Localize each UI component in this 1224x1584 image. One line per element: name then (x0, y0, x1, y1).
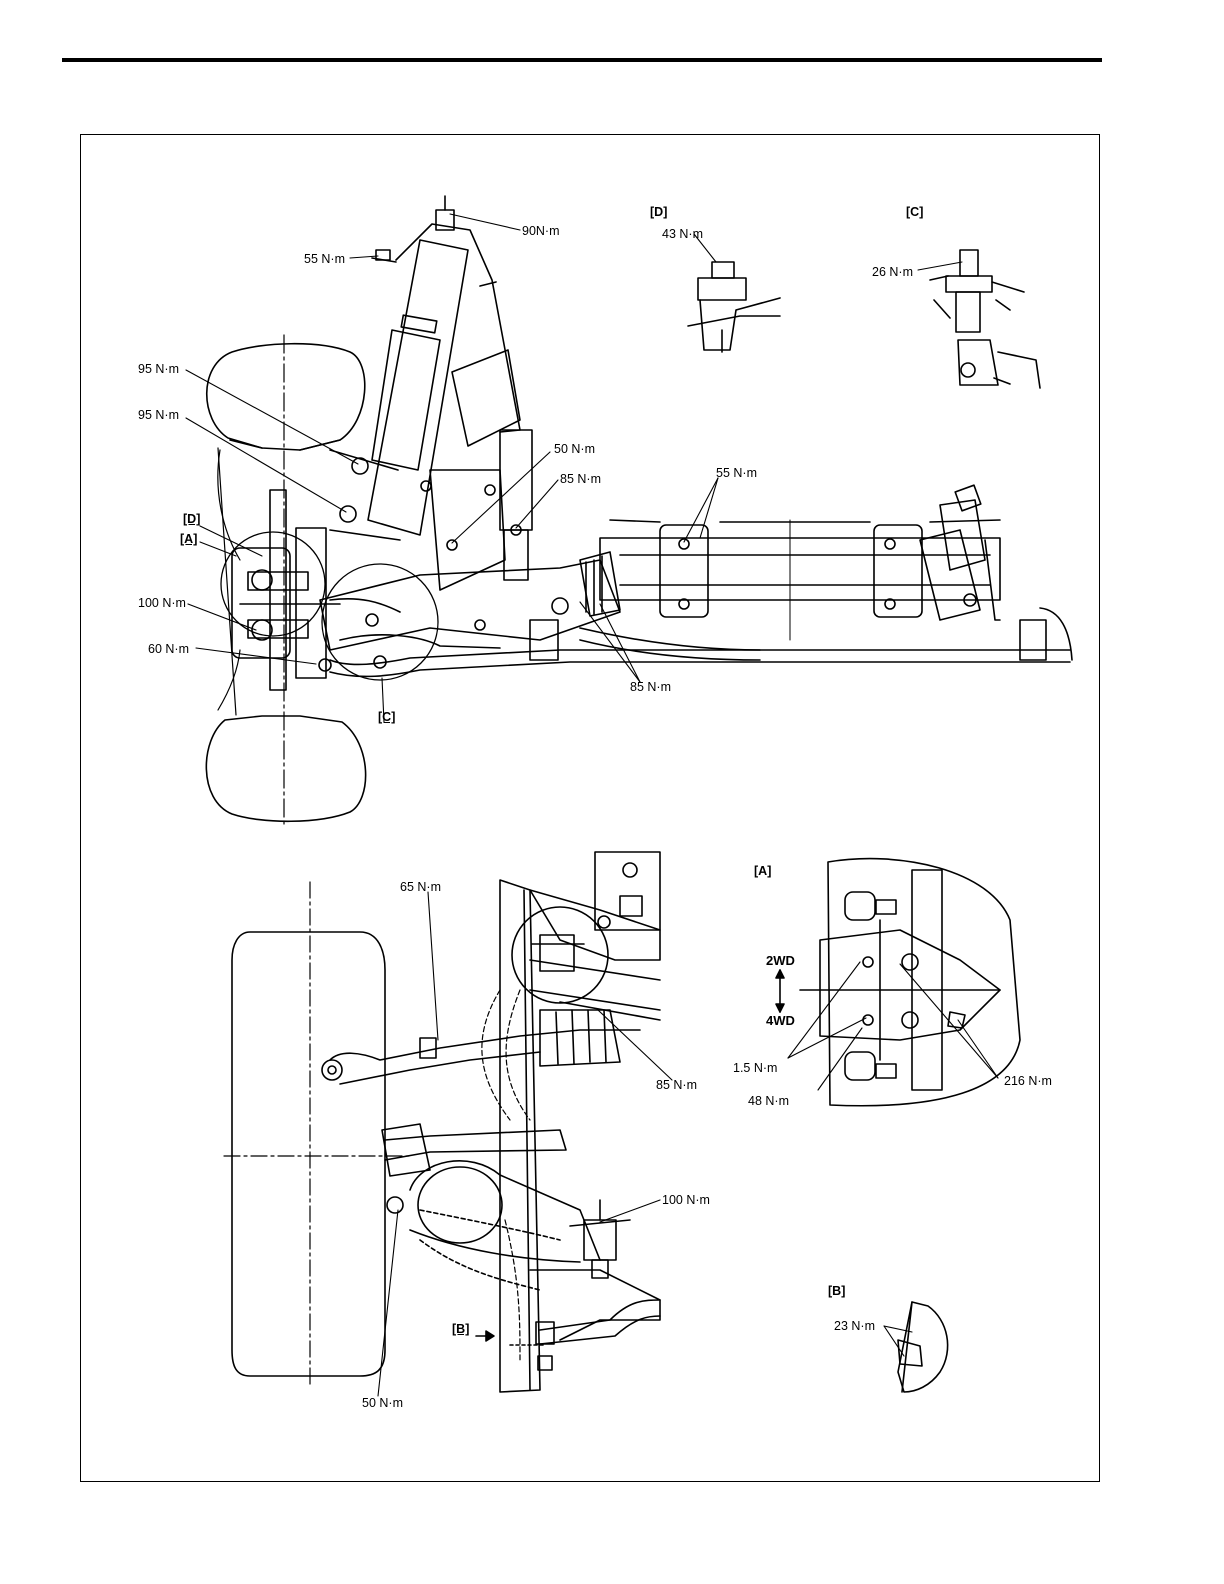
label-4wd: 4WD (766, 1014, 795, 1028)
detail-b-reference: [B] (452, 1322, 469, 1336)
torque-55-strut-nut: 55 N·m (304, 252, 345, 266)
detail-d-drawing (688, 262, 780, 352)
bottom-dashed-paths (482, 990, 530, 1360)
torque-216-detail-a: 216 N·m (1004, 1074, 1052, 1088)
torque-26-detail-c: 26 N·m (872, 265, 913, 279)
torque-95-lower: 95 N·m (138, 408, 179, 422)
torque-65-upper-arm: 65 N·m (400, 880, 441, 894)
bottom-upper-mount (512, 907, 610, 1003)
bracket-hole-2 (485, 485, 495, 495)
front-crossmember (600, 520, 1000, 640)
detail-a-reference: [A] (180, 532, 197, 546)
detail-d-header: [D] (650, 205, 667, 219)
torque-95-upper: 95 N·m (138, 362, 179, 376)
bump-stop-lower (504, 530, 528, 580)
detail-c-reference: [C] (378, 710, 395, 724)
torque-1-5-detail-a: 1.5 N·m (733, 1061, 777, 1075)
tire-sidewall-curve-lower (218, 650, 240, 710)
detail-b-header: [B] (828, 1284, 845, 1298)
bottom-halfshaft (382, 1124, 566, 1176)
label-2wd: 2WD (766, 954, 795, 968)
torque-85-arm-bottom: 85 N·m (630, 680, 671, 694)
torque-85-boot: 85 N·m (656, 1078, 697, 1092)
bottom-stabilizer (510, 1300, 660, 1370)
bottom-mount-bolt (570, 1200, 630, 1278)
torque-50-ball-joint: 50 N·m (362, 1396, 403, 1410)
torque-85-arm-top: 85 N·m (560, 472, 601, 486)
detail-a-header: [A] (754, 864, 771, 878)
torque-23-detail-b: 23 N·m (834, 1319, 875, 1333)
torque-48-detail-a: 48 N·m (748, 1094, 789, 1108)
torque-100-lower-mount: 100 N·m (662, 1193, 710, 1207)
torque-50-bracket: 50 N·m (554, 442, 595, 456)
lower-arm (320, 560, 620, 650)
view-b-arrow (476, 1331, 494, 1341)
detail-b-drawing (898, 1302, 948, 1392)
torque-43-detail-d: 43 N·m (662, 227, 703, 241)
lower-wheel-tire (206, 716, 365, 821)
torque-90-upper-mount: 90N·m (522, 224, 560, 238)
upper-wheel-tire (207, 344, 365, 450)
bracket-bolt-2 (447, 540, 457, 550)
detail-c-header: [C] (906, 205, 923, 219)
detail-d-reference: [D] (183, 512, 200, 526)
bottom-frame-rail (500, 852, 660, 1392)
leader-lines (186, 214, 998, 1396)
detail-c-drawing (930, 250, 1040, 388)
bracket-hole (421, 481, 431, 491)
bottom-upper-arm (322, 1030, 640, 1084)
torque-55-crossmember: 55 N·m (716, 466, 757, 480)
strut-assembly (330, 196, 520, 540)
torque-100-hub: 100 N·m (138, 596, 186, 610)
bottom-boot (540, 1010, 620, 1066)
drive-split-arrows (776, 970, 784, 1012)
torque-60-tie-rod: 60 N·m (148, 642, 189, 656)
